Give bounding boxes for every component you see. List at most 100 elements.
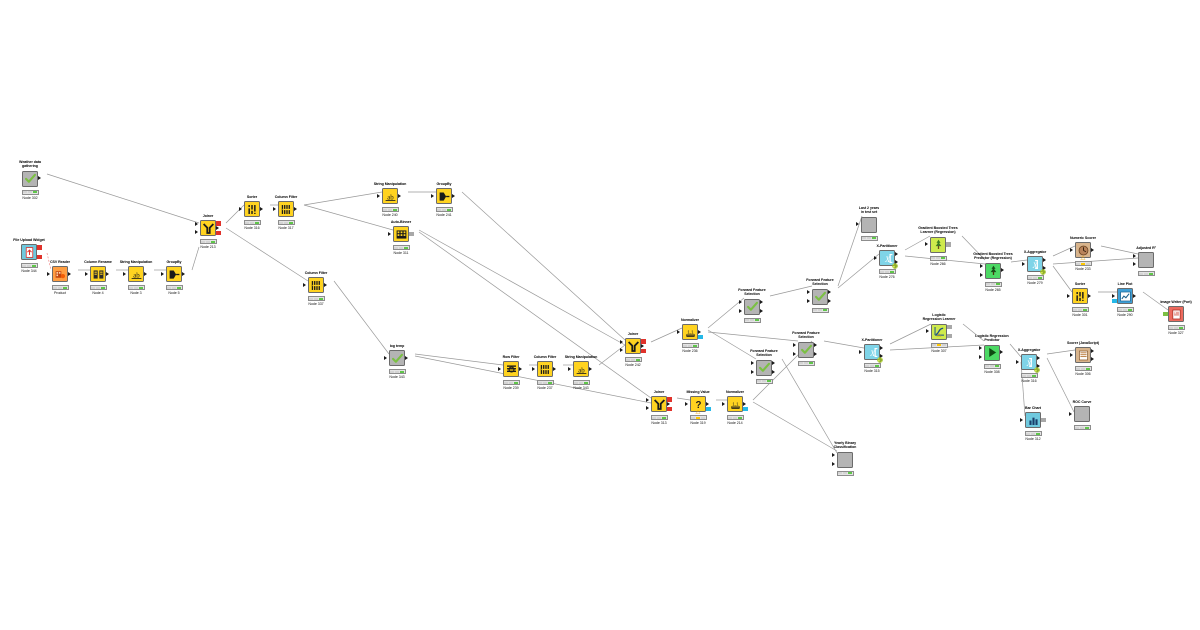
port-out-red-2[interactable] [667,406,672,411]
workflow-node[interactable]: Forward Feature Selection [732,349,796,385]
check-icon[interactable] [389,350,405,367]
port-in-top[interactable] [751,361,755,365]
node-body[interactable]: X [1016,353,1041,374]
port-out-top[interactable] [1037,355,1041,360]
port-in-blue[interactable] [1112,298,1117,303]
node-body[interactable] [1133,251,1155,269]
port-in-top[interactable] [195,221,199,226]
port-in[interactable] [1112,294,1116,298]
port-in[interactable] [856,222,860,227]
node-body[interactable]: ab [568,360,593,378]
port-in[interactable] [384,356,388,360]
port-out-blue[interactable] [743,406,748,411]
port-in[interactable] [161,272,165,276]
node-body[interactable] [1112,287,1137,305]
port-out[interactable] [706,402,710,406]
port-out-top[interactable] [880,345,884,350]
port-in-top[interactable] [793,343,797,347]
port-in[interactable] [1070,353,1074,357]
workflow-node[interactable]: Adjusted R² [1114,246,1178,277]
port-in[interactable] [85,272,89,276]
port-out[interactable] [324,283,328,287]
workflow-node[interactable]: Yearly Binary Classification [813,441,877,477]
port-in-bottom[interactable] [620,348,624,353]
node-body[interactable] [751,359,776,377]
port-in[interactable] [273,207,277,211]
port-out[interactable] [182,272,186,276]
check-icon[interactable] [756,359,772,376]
port-in-top[interactable] [620,339,624,344]
string-manip-icon[interactable]: ab [382,188,398,205]
port-out-red[interactable] [667,397,672,402]
port-in[interactable] [239,207,243,211]
node-body[interactable] [980,262,1005,280]
node-body[interactable]: X [1022,255,1047,276]
port-out-bottom[interactable] [828,298,832,303]
blank-icon[interactable] [861,216,877,233]
xpartitioner-icon[interactable]: X [879,250,895,267]
workflow-node[interactable]: Gradient Boosted Trees Predictor (Regres… [961,252,1025,292]
node-body[interactable] [807,288,832,306]
port-out[interactable] [641,344,645,348]
csv-reader-icon[interactable] [52,266,68,283]
port-out[interactable] [698,330,702,334]
port-in[interactable] [1070,248,1074,252]
port-out-bottom[interactable] [814,351,818,356]
node-body[interactable]: X [874,249,899,270]
port-in[interactable] [1016,360,1020,364]
port-in[interactable] [431,194,435,198]
port-out-red[interactable] [216,221,221,226]
string-manip-icon[interactable]: ab [128,266,144,283]
port-in-bottom[interactable] [1133,262,1137,267]
port-out[interactable] [405,356,409,360]
port-in[interactable] [1069,412,1073,416]
image-writer-icon[interactable] [1168,306,1184,323]
port-out-top[interactable] [1091,348,1095,353]
node-body[interactable] [20,243,42,261]
sorter-icon[interactable] [244,201,260,218]
port-in-bottom[interactable] [832,461,836,466]
port-out-blue[interactable] [698,334,703,339]
port-out[interactable] [1088,294,1092,298]
node-body[interactable]: 1,1 [722,395,748,413]
port-in[interactable] [303,283,307,287]
node-body[interactable] [195,219,221,237]
workflow-node[interactable]: Missing Value?⚠Node 319 [666,390,730,426]
port-out[interactable] [106,272,110,276]
node-body[interactable]: 1,1 [677,323,703,341]
port-in[interactable] [1067,294,1071,298]
node-body[interactable] [303,276,328,294]
joiner-icon[interactable] [625,338,641,355]
port-out[interactable] [294,207,298,211]
port-in-bottom[interactable] [979,354,983,359]
port-in-bottom[interactable] [739,308,743,313]
workflow-node[interactable]: ROC Curve [1050,400,1114,431]
port-out[interactable] [216,226,220,230]
port-out-model[interactable] [947,324,952,330]
colfilter-icon[interactable] [308,277,324,294]
port-in-image[interactable] [1163,312,1168,317]
blank-icon[interactable] [1138,252,1154,269]
port-out[interactable] [1133,294,1137,298]
port-out-red-2[interactable] [641,348,646,353]
port-out-top[interactable] [772,361,776,365]
workflow-node[interactable]: Last 2 years in test set [837,206,901,242]
logreg-learner-icon[interactable] [931,323,947,340]
groupby-icon[interactable] [166,266,182,283]
port-out-top[interactable] [814,343,818,347]
port-out-top[interactable] [760,300,764,304]
port-out-top[interactable] [1043,257,1047,262]
port-out[interactable] [144,272,148,276]
port-out[interactable] [398,194,402,198]
node-body[interactable] [431,187,456,205]
